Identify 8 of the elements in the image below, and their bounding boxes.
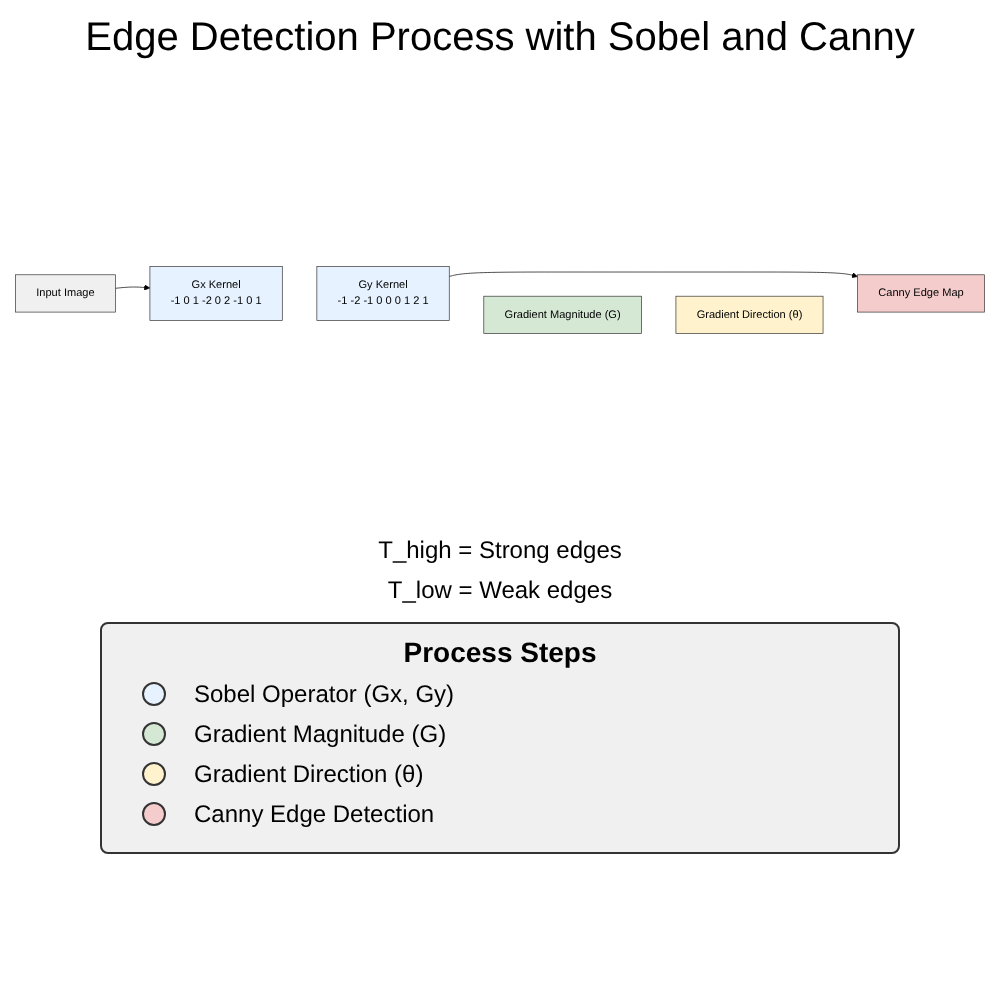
legend-label: Sobel Operator (Gx, Gy) — [194, 680, 455, 708]
legend-title: Process Steps — [401, 636, 599, 668]
legend-label: Gradient Magnitude (G) — [194, 720, 447, 748]
diagram-title: Edge Detection Process with Sobel and Canny — [83, 16, 917, 62]
threshold-note: T_low = Weak edges — [385, 574, 615, 608]
legend-label: Gradient Direction (θ) — [194, 760, 424, 788]
legend-label: Canny Edge Detection — [194, 800, 435, 828]
threshold-note: T_high = Strong edges — [376, 534, 624, 568]
